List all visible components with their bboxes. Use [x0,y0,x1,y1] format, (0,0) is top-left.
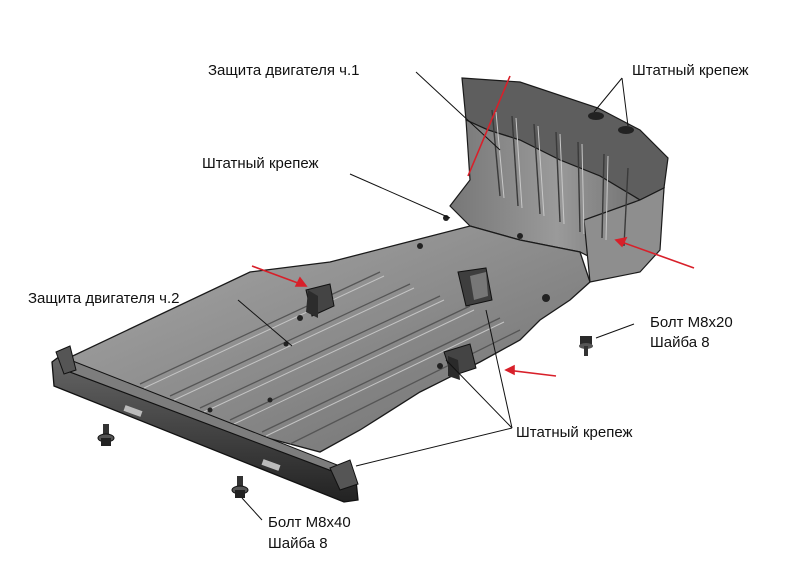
label-bolt-m8x40: Болт М8х40 [268,514,351,531]
label-stock-mount-bottom: Штатный крепеж [516,424,633,441]
bolt-icon [97,336,593,498]
label-engine-guard-part-2: Защита двигателя ч.2 [28,290,180,307]
label-stock-mount-mid-left: Штатный крепеж [202,155,319,172]
label-engine-guard-part-1: Защита двигателя ч.1 [208,62,360,79]
label-washer-8-bottom: Шайба 8 [268,535,328,552]
label-washer-8-right: Шайба 8 [650,334,710,351]
label-stock-mount-top-right: Штатный крепеж [632,62,749,79]
leader-lines [237,71,635,521]
label-bolt-m8x20: Болт М8х20 [650,314,733,331]
engine-guard-part-2 [58,215,591,453]
red-arrow-icon [251,75,695,377]
front-cross-bar [51,345,359,503]
engine-guard-part-1 [449,77,669,283]
